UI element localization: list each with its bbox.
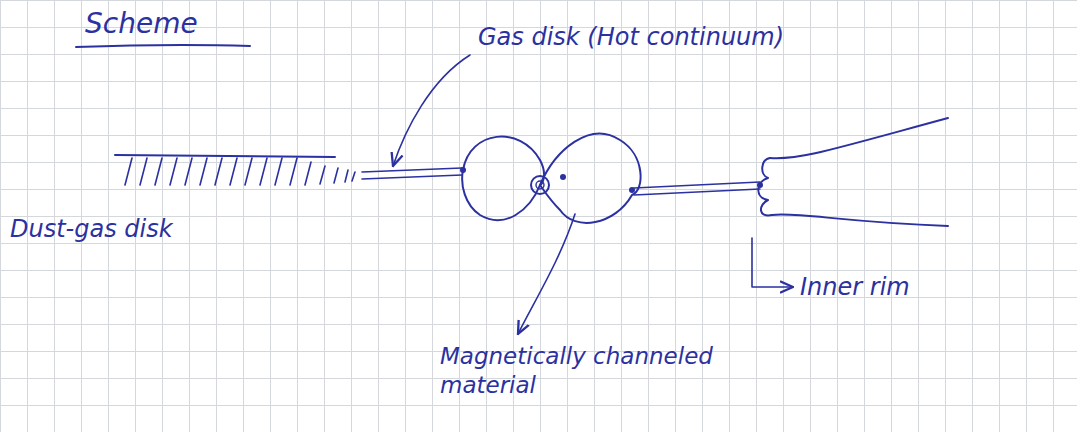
flared-disk-upper (770, 118, 948, 158)
star (531, 176, 549, 194)
dust-disk-edge (115, 155, 335, 157)
leader-magnetic (518, 214, 575, 334)
title-underline (76, 45, 250, 47)
right-lobe (540, 134, 641, 223)
gas-disk-label: Gas disk (Hot continuum) (478, 22, 918, 52)
gas-disk (362, 168, 462, 179)
leader-gas-disk (393, 55, 470, 166)
inner-rim-label: Inner rim (800, 272, 1050, 302)
left-lobe (462, 137, 544, 221)
flared-disk-lower (772, 214, 948, 226)
magnetic-label: Magnetically channeled material (440, 342, 810, 400)
inner-rim (758, 158, 772, 215)
leader-inner-rim (752, 238, 793, 287)
dust-hatching (125, 158, 355, 185)
dust-disk-label: Dust-gas disk (10, 214, 270, 244)
inner-gas-disk (634, 182, 760, 195)
scheme-title: Scheme (85, 6, 305, 41)
